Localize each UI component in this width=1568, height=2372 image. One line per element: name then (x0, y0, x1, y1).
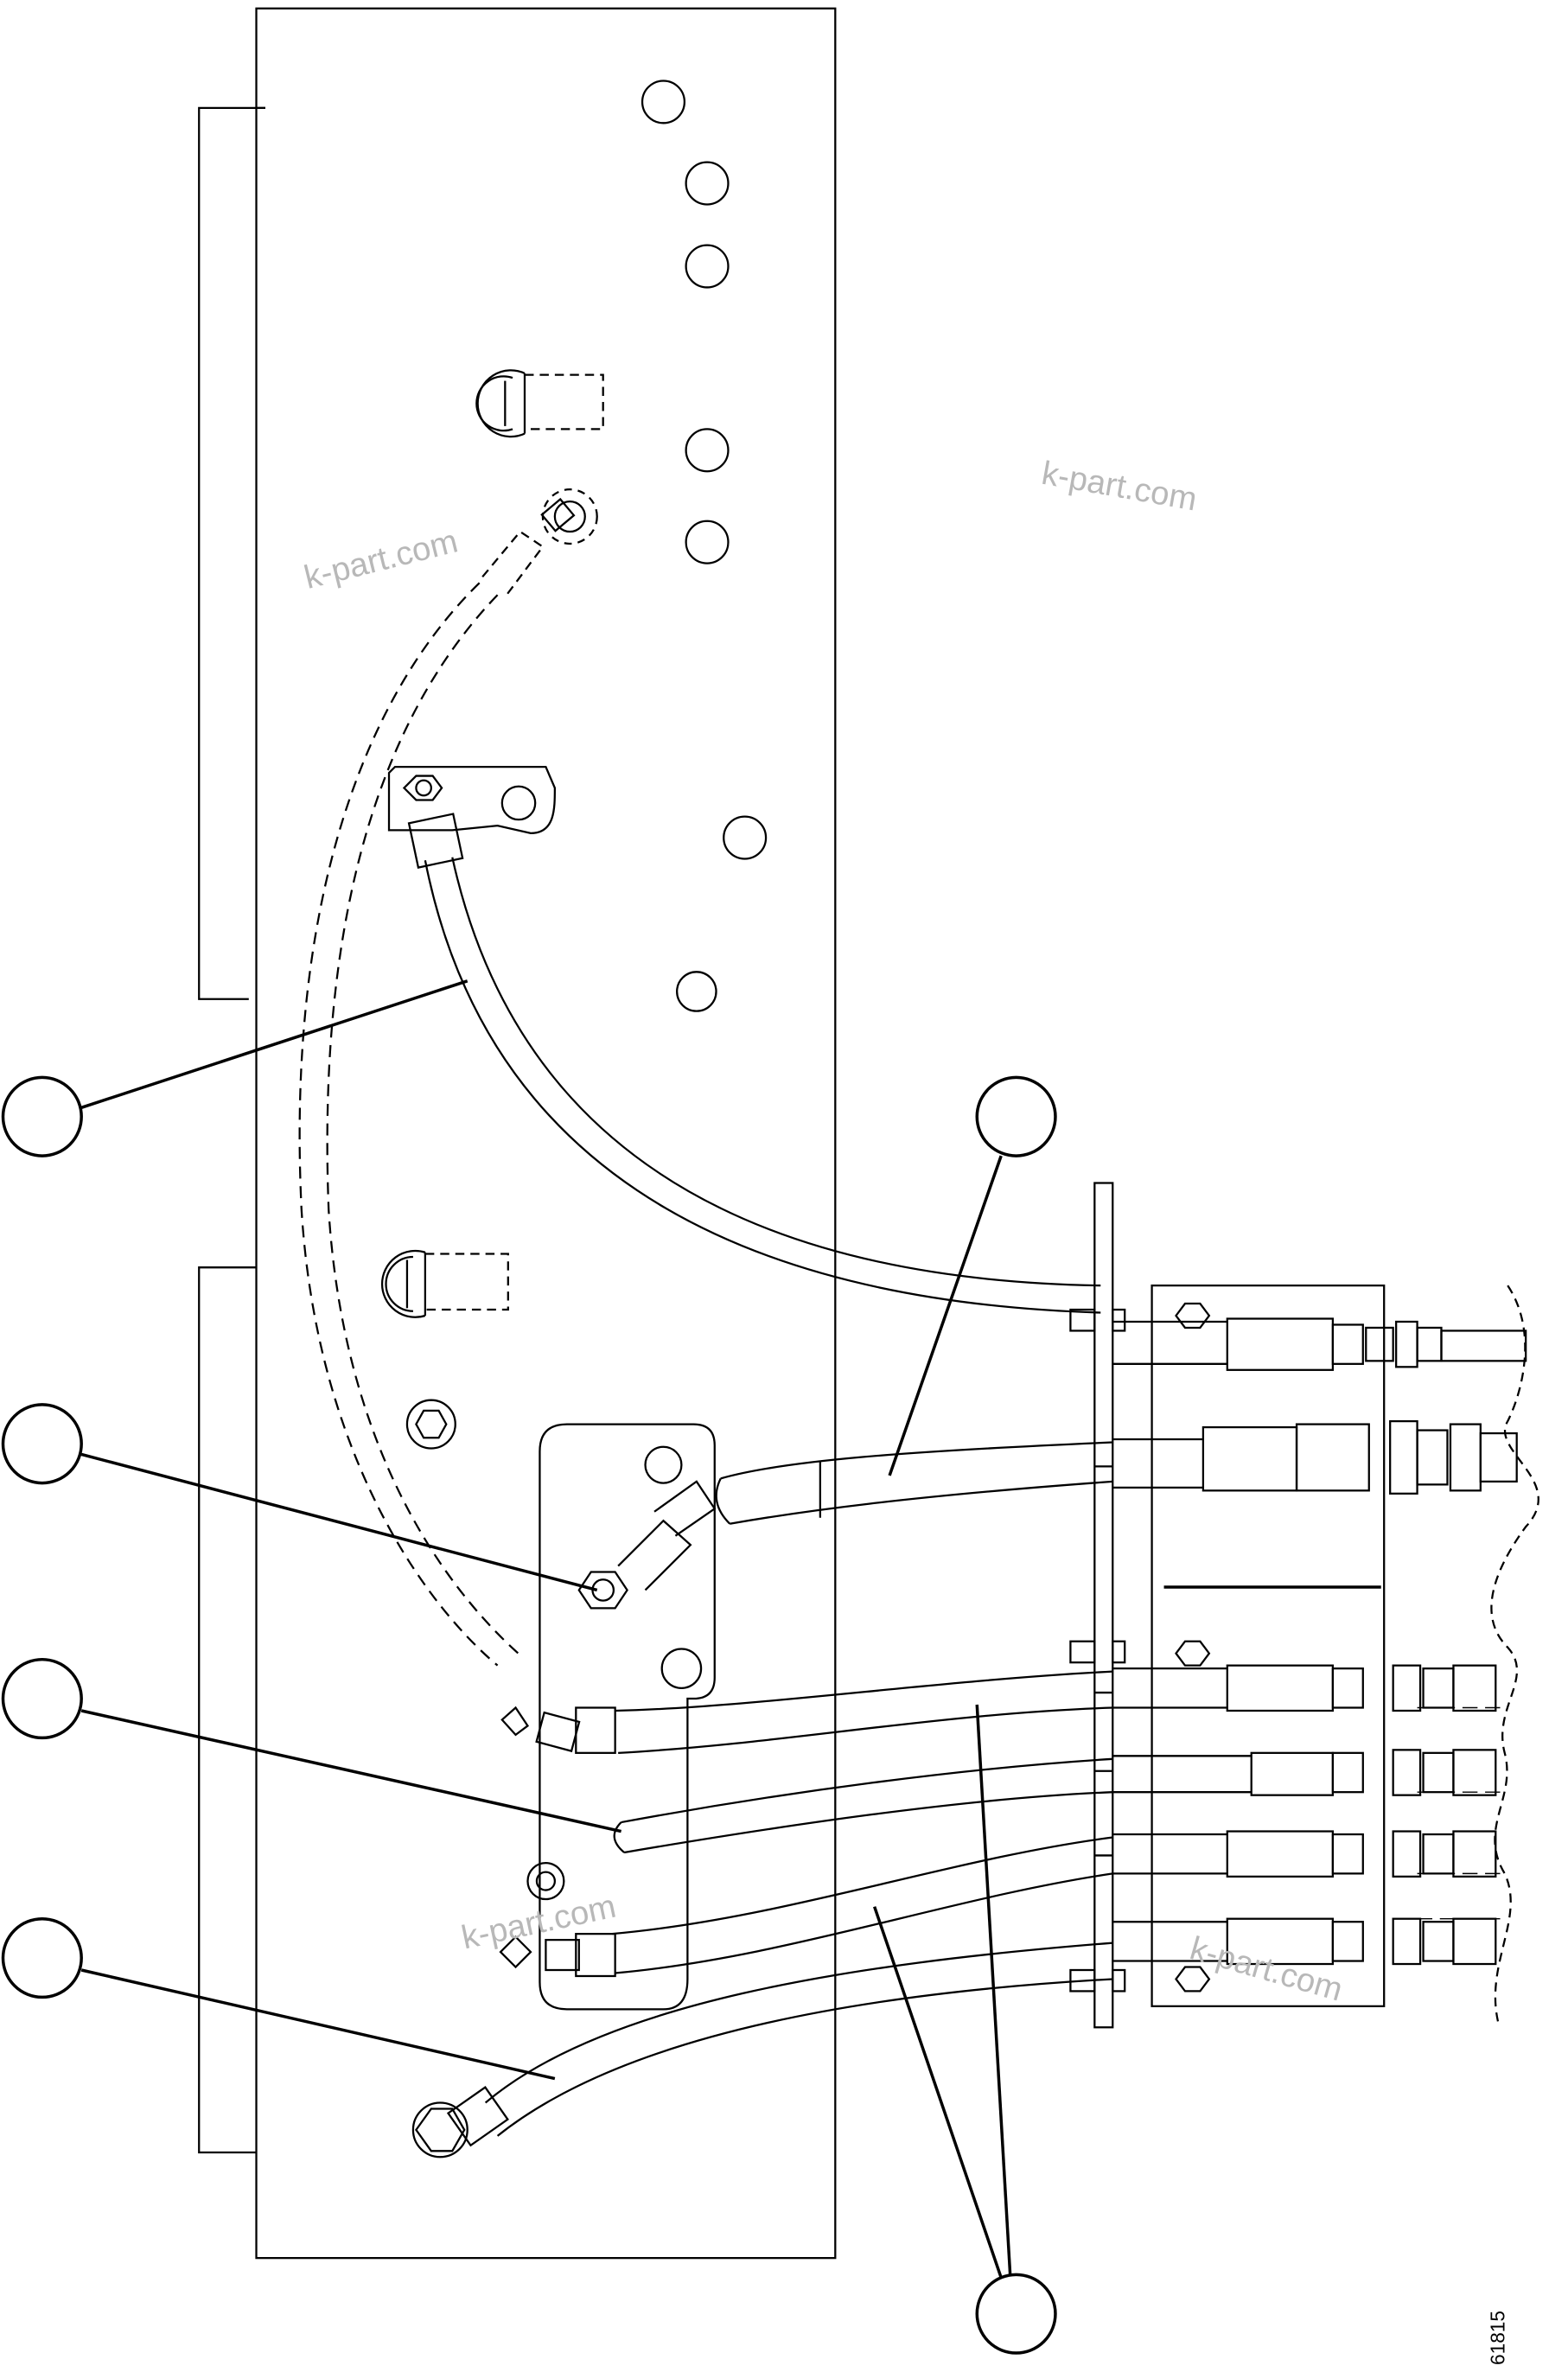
manifold-port-row-6 (1112, 1917, 1497, 1966)
hose-third-row (500, 1670, 1113, 1754)
hose-fourth-row (613, 1757, 1113, 1854)
hidden-hose-top-fitting (481, 488, 598, 596)
callout-2 (1, 1403, 598, 1592)
callout-1 (1, 979, 468, 1157)
valve-block-plate (539, 1423, 716, 2011)
watermark-4: k-part.com (1186, 1929, 1347, 2008)
hose-lower-long (411, 1942, 1113, 2158)
port-centerlines (1417, 1706, 1508, 1920)
figure-number: 61815 (1487, 2311, 1509, 2365)
housing-hex-bolts (1175, 1302, 1211, 1993)
manifold-port-row-4 (1112, 1749, 1497, 1796)
callout-3 (1, 1657, 622, 1833)
break-line (1490, 1285, 1539, 2025)
bulkhead-plate (1093, 1182, 1114, 2029)
lower-cylinder-cap (380, 1249, 509, 1318)
block-hole-bottom (660, 1648, 703, 1689)
block-small-hole (526, 1862, 565, 1901)
hose-fifth-row (499, 1836, 1113, 1978)
manifold-port-row-5 (1112, 1830, 1497, 1878)
callout-5 (888, 1075, 1057, 1476)
bulkhead-nuts (1069, 1308, 1126, 1993)
callout-6 (873, 1704, 1057, 2355)
callout-4 (1, 1916, 556, 2081)
upper-hose-tab (387, 765, 557, 834)
watermark-2: k-part.com (301, 522, 462, 596)
elbow-fitting (577, 1480, 717, 1610)
upper-cylinder-cap (475, 369, 604, 438)
hidden-long-hose (298, 582, 523, 1667)
watermark-1: k-part.com (1039, 455, 1200, 519)
mounting-holes (641, 80, 768, 1012)
block-hole-top (644, 1445, 683, 1484)
manifold-housing (1151, 1284, 1386, 2007)
left-upper-bracket (198, 106, 265, 1000)
main-frame-plate (255, 7, 837, 2260)
left-lower-bracket (198, 1266, 257, 2154)
manifold-port-row-3 (1112, 1664, 1497, 1712)
hose-second-row (715, 1441, 1113, 1525)
manifold-port-row-1 (1112, 1317, 1527, 1371)
hose-upper-long (407, 813, 1101, 1314)
frame-nut (405, 1399, 456, 1450)
manifold-port-row-2 (1112, 1419, 1518, 1495)
